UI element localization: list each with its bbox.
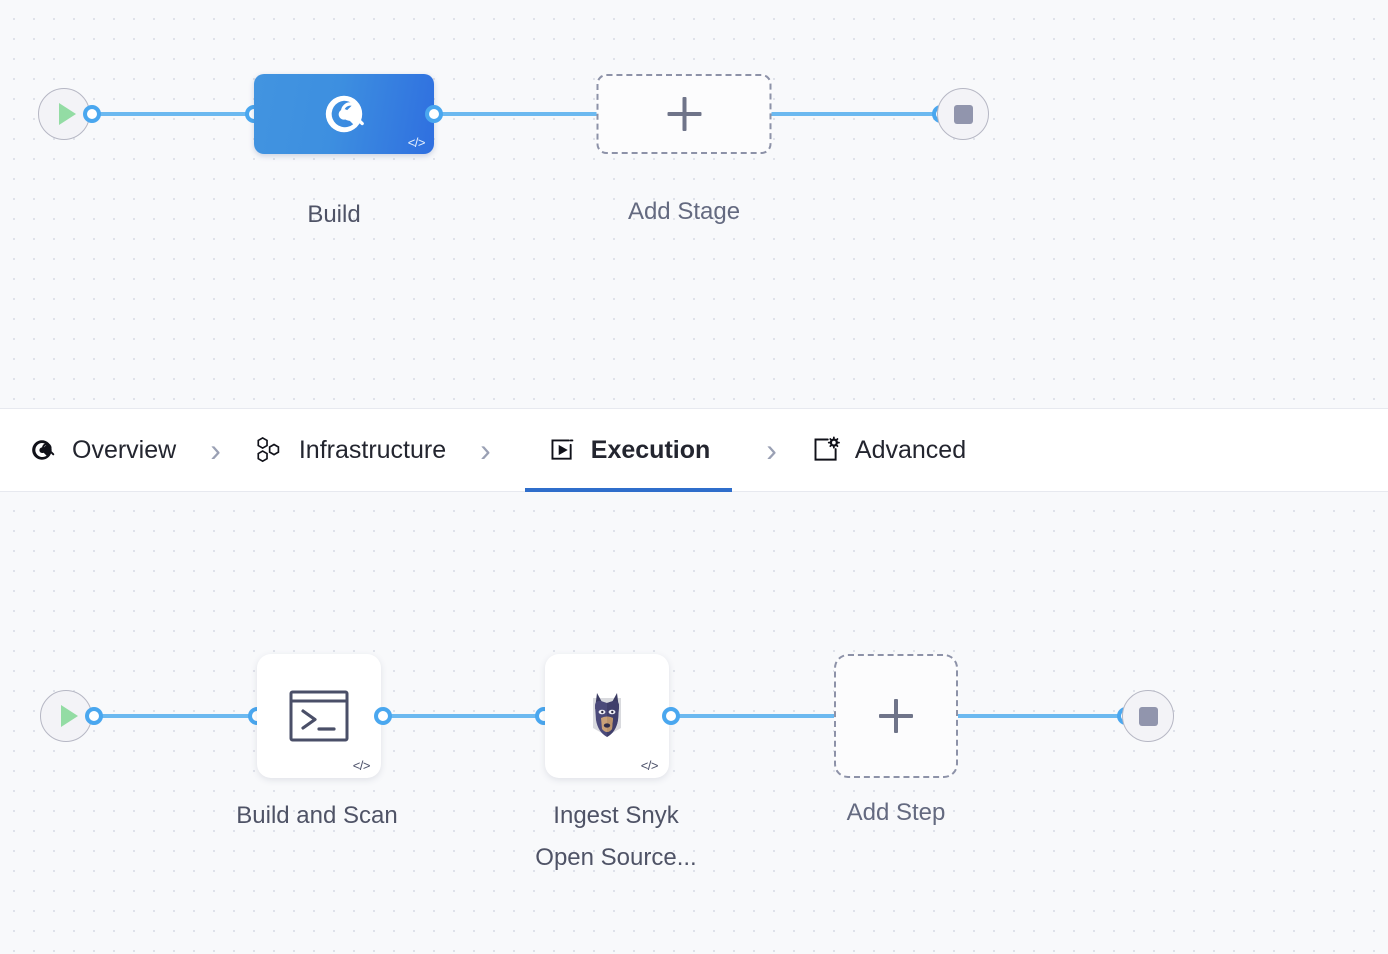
settings-box-icon <box>811 435 841 465</box>
stop-icon <box>1138 706 1158 726</box>
tab-overview-label: Overview <box>72 435 177 464</box>
yaml-badge-icon[interactable]: </> <box>640 758 659 773</box>
play-icon <box>58 103 76 125</box>
snyk-dog-icon <box>593 693 621 737</box>
tab-separator-1: › <box>210 432 221 468</box>
step-label-ingest-snyk: Ingest Snyk Open Source... <box>535 802 697 871</box>
port-buildscan-out[interactable] <box>374 707 392 725</box>
tab-infrastructure-label: Infrastructure <box>298 435 447 464</box>
stage-config-tabbar[interactable]: Overview › Infrastructure › Execution › <box>0 408 1388 492</box>
hexagons-icon <box>255 435 285 465</box>
build-scan-icon <box>325 95 364 133</box>
port-exec-start-out[interactable] <box>85 707 103 725</box>
pipeline-end-node[interactable] <box>937 88 989 140</box>
stage-label-add-stage[interactable]: Add Stage <box>627 198 741 225</box>
tab-advanced[interactable]: Advanced <box>811 408 966 492</box>
stop-icon <box>953 104 973 124</box>
edge-start-to-buildscan <box>84 714 264 718</box>
port-snyk-out[interactable] <box>662 707 680 725</box>
step-label-add-step[interactable]: Add Step <box>846 799 946 826</box>
add-stage-node[interactable] <box>596 74 772 154</box>
tab-execution[interactable]: Execution <box>524 408 733 492</box>
execution-canvas[interactable]: </> <box>0 492 1388 954</box>
step-node-build-and-scan[interactable]: </> <box>257 654 381 778</box>
tab-execution-label: Execution <box>590 435 711 464</box>
execution-end-node[interactable] <box>1122 690 1174 742</box>
tab-infrastructure[interactable]: Infrastructure <box>255 408 446 492</box>
terminal-icon <box>289 690 349 742</box>
add-step-node[interactable] <box>834 654 958 778</box>
play-icon <box>60 705 78 727</box>
tab-advanced-label: Advanced <box>854 435 967 464</box>
yaml-badge-icon[interactable]: </> <box>407 135 426 150</box>
stage-canvas[interactable]: </> Build Add Stage <box>0 0 1388 408</box>
overview-build-icon <box>28 435 58 465</box>
edge-buildscan-to-snyk <box>375 714 555 718</box>
step-label-build-and-scan: Build and Scan <box>236 802 398 829</box>
tab-overview[interactable]: Overview <box>28 408 176 492</box>
edge-start-to-build <box>82 112 262 116</box>
edge-build-to-addstage <box>425 112 605 116</box>
step-node-ingest-snyk[interactable]: </> <box>545 654 669 778</box>
pipeline-start-node[interactable] <box>38 88 90 140</box>
yaml-badge-icon[interactable]: </> <box>352 758 371 773</box>
stage-node-build[interactable]: </> <box>254 74 434 154</box>
edge-addstep-to-end <box>950 714 1132 718</box>
port-build-out[interactable] <box>425 105 443 123</box>
port-start-out[interactable] <box>83 105 101 123</box>
edge-addstage-to-end <box>762 112 947 116</box>
tab-separator-3: › <box>766 432 777 468</box>
play-box-icon <box>547 435 577 465</box>
plus-icon <box>667 97 701 131</box>
edge-snyk-to-addstep <box>662 714 842 718</box>
stage-label-build: Build <box>307 201 361 228</box>
plus-icon <box>879 699 913 733</box>
tab-separator-2: › <box>480 432 491 468</box>
